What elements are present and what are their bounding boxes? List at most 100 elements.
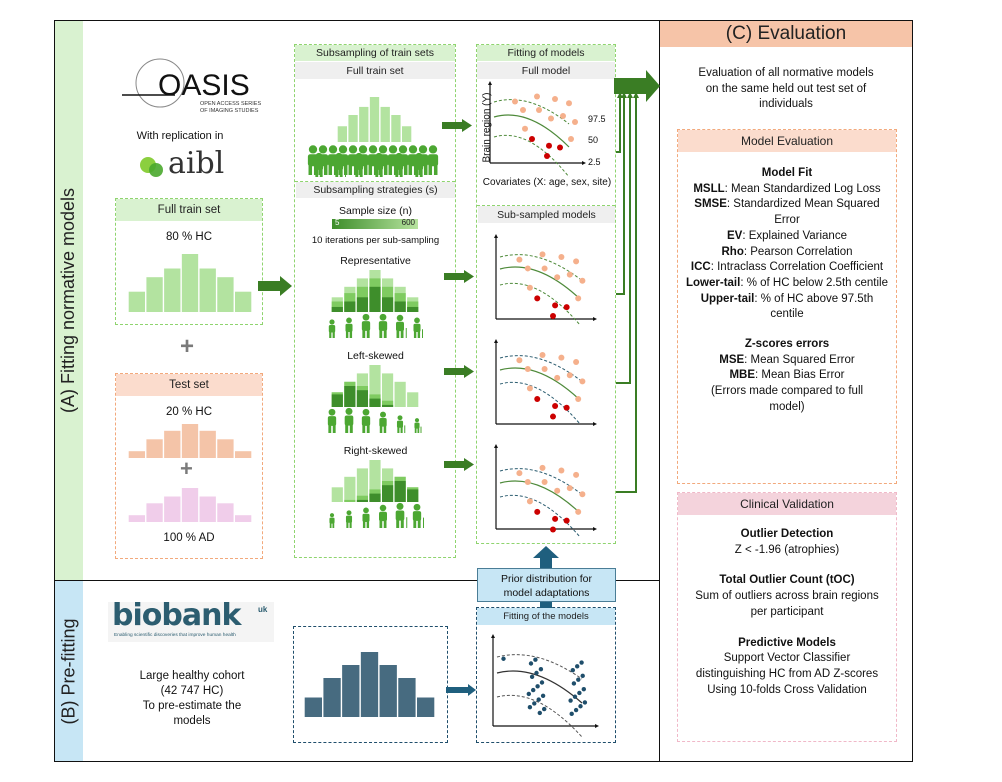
arrow-representative-to-fitting (444, 270, 474, 283)
biobank-histogram-bar (342, 665, 360, 717)
train-histogram-bar (128, 291, 146, 312)
data-point (550, 312, 556, 319)
prior-label-line-2: model adaptations (503, 587, 590, 599)
data-point (501, 656, 506, 661)
test-hc-histogram-bar (146, 439, 163, 458)
person-icon (378, 313, 388, 338)
person-icon (329, 513, 335, 528)
full-model-label: Full model (477, 62, 615, 79)
biobank-logo-text: biobank (112, 598, 241, 633)
data-point (534, 295, 541, 302)
test-hc-histogram-bar (217, 439, 234, 458)
data-point (516, 357, 523, 364)
metric-abbr: ICC (690, 261, 711, 274)
strategy-people (328, 313, 423, 338)
data-point (563, 517, 570, 524)
model-evaluation-title: Model Evaluation (678, 130, 896, 152)
metric-desc: : Intraclass Correlation Coefficient (710, 261, 884, 274)
lower-centile-line (493, 134, 570, 178)
metric-abbr: MSLL (693, 182, 725, 195)
fitting-title: Fitting of models (477, 45, 615, 61)
person-icon (396, 415, 406, 433)
test-hc-histogram-bar (128, 451, 146, 458)
metric-abbr: Upper-tail (700, 292, 755, 305)
strategy-dark-bar (394, 481, 406, 502)
strategy-dark-bar (381, 485, 394, 502)
section-b-label: (B) Pre-fitting (58, 617, 79, 725)
replication-text: With replication in (136, 130, 224, 142)
strategy-dark-bar (331, 306, 343, 312)
data-point (582, 700, 588, 705)
strategy-mid-bar (381, 400, 394, 407)
data-point (554, 274, 561, 281)
test-hc-percent: 20 % HC (165, 406, 213, 418)
full-train-histogram (337, 97, 412, 142)
strategy-light-bar (369, 365, 381, 407)
upper-centile-line (496, 654, 583, 680)
data-point (539, 464, 546, 471)
oasis-subtitle-1: OPEN ACCESS SERIES (200, 101, 261, 107)
section-c-frame (659, 20, 913, 762)
data-point (572, 118, 578, 125)
data-point (575, 508, 582, 515)
data-point (529, 135, 535, 142)
metric-abbr: SMSE (694, 198, 727, 211)
full-train-set-box: Full train set 80 % HC (115, 198, 263, 325)
metric-desc: : % of HC above 97.5th centile (754, 292, 874, 321)
person-icon (413, 317, 423, 338)
person-icon (327, 408, 337, 433)
data-point (542, 706, 547, 712)
data-point (539, 680, 545, 685)
data-point (524, 265, 531, 272)
clinical-item-text: Sum of outliers across brain regions per… (695, 590, 879, 618)
strategy-label: Representative (340, 255, 411, 267)
person-icon (379, 504, 387, 528)
sample-size-gradient: 5 600 (332, 218, 418, 229)
data-point (532, 701, 537, 706)
biobank-histogram (304, 652, 435, 717)
strategy-people (327, 407, 422, 433)
data-point (544, 152, 550, 159)
lower-centile-line (499, 494, 581, 538)
person-icon (427, 145, 439, 175)
data-point (526, 498, 533, 505)
centile-50: 50 (588, 135, 599, 145)
data-point (552, 403, 559, 409)
biobank-uk: uk (258, 605, 268, 614)
data-point (575, 295, 582, 302)
data-point (570, 667, 575, 673)
biobank-histogram-box (293, 626, 448, 743)
person-icon (379, 411, 387, 433)
metric-desc: : Standardized Mean Squared Error (726, 198, 880, 227)
median-line (499, 367, 581, 401)
test-hc-histogram-bar (181, 424, 199, 458)
data-point (526, 284, 533, 291)
strategy-light-bar (394, 381, 406, 407)
lower-centile-line (499, 282, 581, 326)
metric-desc: : Mean Standardized Log Loss (724, 182, 881, 195)
person-icon (361, 408, 371, 433)
strategies-divider (295, 181, 455, 182)
train-percent: 80 % HC (165, 231, 213, 243)
train-histogram-bar (181, 254, 199, 312)
metric-abbr: EV (727, 229, 743, 242)
intro-line-3: individuals (759, 98, 813, 110)
data-point (569, 711, 574, 717)
data-point (531, 687, 536, 693)
clinical-item-heading: Total Outlier Count (tOC) (719, 574, 855, 587)
test-ad-percent: 100 % AD (163, 532, 215, 544)
strategy-dark-bar (356, 390, 369, 407)
metric-item: SMSE: Standardized Mean Squared Error (686, 197, 888, 228)
data-point (528, 661, 534, 666)
data-point (552, 302, 559, 309)
strategy-mid-bar (356, 495, 369, 502)
data-point (533, 657, 538, 662)
train-histogram-bar (217, 277, 234, 312)
fitting-panel: Fitting of models Full model (476, 44, 616, 544)
test-set-title: Test set (116, 374, 262, 396)
data-point (526, 385, 533, 392)
strategy-light-bar (381, 373, 394, 407)
data-point (573, 359, 580, 365)
metric-abbr: MBE (729, 369, 756, 382)
